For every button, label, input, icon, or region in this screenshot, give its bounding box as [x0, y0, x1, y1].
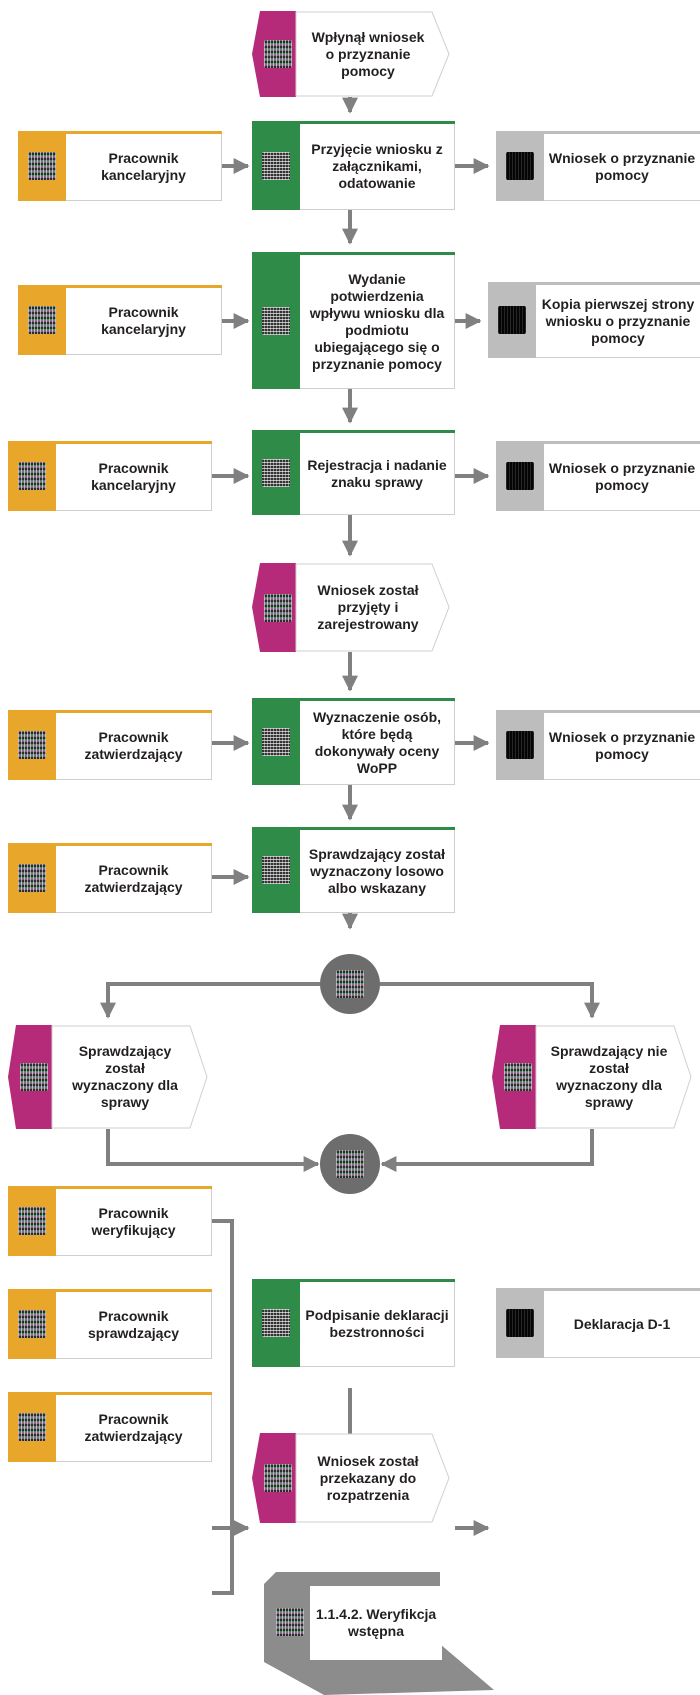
event-icon [504, 1063, 532, 1091]
event-icon [264, 593, 292, 622]
arrow-gate1-e4 [380, 982, 600, 1019]
document-kopia-pierwszej-strony: Kopia pierwszej strony wniosku o przyzna… [488, 282, 700, 358]
actor-pracownik-zatwierdzajacy-2: Pracownik zatwierdzający [8, 843, 212, 913]
event-icon [264, 1464, 292, 1492]
gateway-icon [336, 1150, 364, 1178]
event-shape [8, 1025, 208, 1129]
process-icon [262, 1309, 290, 1337]
actor-label: Pracownik zatwierdzający [56, 846, 212, 913]
process-icon [262, 151, 290, 180]
person-icon [18, 1310, 46, 1338]
document-icon [498, 306, 526, 334]
event-application-received: Wpłynął wniosek o przyznanie pomocy [252, 11, 450, 97]
document-wniosek-1: Wniosek o przyznanie pomocy [496, 131, 700, 201]
actor-label: Pracownik zatwierdzający [56, 713, 212, 780]
link-weryfikacja-wstepna[interactable]: 1.1.4.2. Weryfikcja wstępna [264, 1572, 500, 1695]
bracket-bottom [212, 1528, 234, 1595]
process-podpisanie-deklaracji: Podpisanie deklaracji bezstronności [252, 1279, 455, 1367]
process-icon [262, 458, 290, 487]
process-label: Rejestracja i nadanie znaku sprawy [300, 433, 455, 515]
person-icon [28, 306, 56, 334]
process-rejestracja: Rejestracja i nadanie znaku sprawy [252, 430, 455, 515]
process-label: Podpisanie deklaracji bezstronności [300, 1282, 455, 1367]
person-icon [18, 864, 46, 892]
document-label: Wniosek o przyznanie pomocy [544, 713, 700, 780]
event-sprawdzajacy-nie-wyznaczony: Sprawdzający nie został wyznaczony dla s… [492, 1025, 692, 1129]
event-przekazany-do-rozpatrzenia: Wniosek został przekazany do rozpatrzeni… [252, 1433, 450, 1523]
person-icon [18, 1207, 46, 1235]
process-label: Sprawdzający został wyznaczony losowo al… [300, 830, 455, 913]
subprocess-icon [276, 1608, 304, 1636]
document-icon [506, 731, 534, 759]
document-icon [506, 152, 534, 180]
person-icon [18, 462, 46, 490]
actor-label: Pracownik sprawdzający [56, 1292, 212, 1359]
document-label: Deklaracja D-1 [544, 1291, 700, 1358]
process-label: Wyznaczenie osób, które będą dokonywały … [300, 701, 455, 785]
actor-pracownik-weryfikujacy: Pracownik weryfikujący [8, 1186, 212, 1256]
event-application-registered: Wniosek został przyjęty i zarejestrowany [252, 563, 450, 652]
person-icon [18, 731, 46, 759]
document-label: Kopia pierwszej strony wniosku o przyzna… [536, 285, 700, 358]
person-icon [28, 152, 56, 180]
document-deklaracja-d1: Deklaracja D-1 [496, 1288, 700, 1358]
actor-label: Pracownik kancelaryjny [66, 134, 222, 201]
process-wydanie-potwierdzenia: Wydanie potwierdzenia wpływu wniosku dla… [252, 252, 455, 389]
actor-label: Pracownik zatwierdzający [56, 1395, 212, 1462]
arrow-gate1-e3 [100, 982, 320, 1019]
document-wniosek-2: Wniosek o przyznanie pomocy [496, 441, 700, 511]
arrow-e3-gate2 [106, 1129, 320, 1172]
event-label: Wniosek został przyjęty i zarejestrowany [317, 582, 419, 632]
document-icon [506, 1309, 534, 1337]
event-sprawdzajacy-wyznaczony: Sprawdzający został wyznaczony dla spraw… [8, 1025, 208, 1129]
document-label: Wniosek o przyznanie pomocy [544, 444, 700, 511]
process-icon [262, 727, 290, 756]
event-label: Sprawdzający nie został wyznaczony dla s… [550, 1043, 668, 1110]
process-icon [262, 306, 290, 335]
event-label: Wniosek został przekazany do rozpatrzeni… [317, 1452, 419, 1503]
person-icon [18, 1413, 46, 1441]
process-sprawdzajacy-wyznaczony: Sprawdzający został wyznaczony losowo al… [252, 827, 455, 913]
gateway-icon [336, 970, 364, 998]
gateway-split [320, 954, 380, 1014]
process-label: Wydanie potwierdzenia wpływu wniosku dla… [300, 255, 455, 389]
actor-pracownik-zatwierdzajacy-3: Pracownik zatwierdzający [8, 1392, 212, 1462]
bracket-top [212, 1219, 234, 1528]
actor-pracownik-kancelaryjny-3: Pracownik kancelaryjny [8, 441, 212, 511]
document-icon [506, 462, 534, 490]
process-icon [262, 856, 290, 884]
event-icon [20, 1063, 48, 1091]
arrow-e4-gate2 [380, 1129, 594, 1172]
actor-label: Pracownik kancelaryjny [66, 288, 222, 355]
process-label: Przyjęcie wniosku z załącznikami, odatow… [300, 124, 455, 210]
gateway-merge [320, 1134, 380, 1194]
document-label: Wniosek o przyznanie pomocy [544, 134, 700, 201]
event-icon [264, 40, 292, 68]
process-przyjecie-wniosku: Przyjęcie wniosku z załącznikami, odatow… [252, 121, 455, 210]
event-label: Sprawdzający został wyznaczony dla spraw… [72, 1043, 178, 1110]
document-wniosek-3: Wniosek o przyznanie pomocy [496, 710, 700, 780]
event-label: Wpłynął wniosek o przyznanie pomocy [311, 28, 425, 79]
actor-label: Pracownik kancelaryjny [56, 444, 212, 511]
actor-pracownik-zatwierdzajacy-1: Pracownik zatwierdzający [8, 710, 212, 780]
process-wyznaczenie-osob: Wyznaczenie osób, które będą dokonywały … [252, 698, 455, 785]
actor-pracownik-kancelaryjny-2: Pracownik kancelaryjny [18, 285, 222, 355]
actor-pracownik-kancelaryjny-1: Pracownik kancelaryjny [18, 131, 222, 201]
actor-pracownik-sprawdzajacy: Pracownik sprawdzający [8, 1289, 212, 1359]
actor-label: Pracownik weryfikujący [56, 1189, 212, 1256]
link-label[interactable]: 1.1.4.2. Weryfikcja wstępna [310, 1586, 442, 1660]
